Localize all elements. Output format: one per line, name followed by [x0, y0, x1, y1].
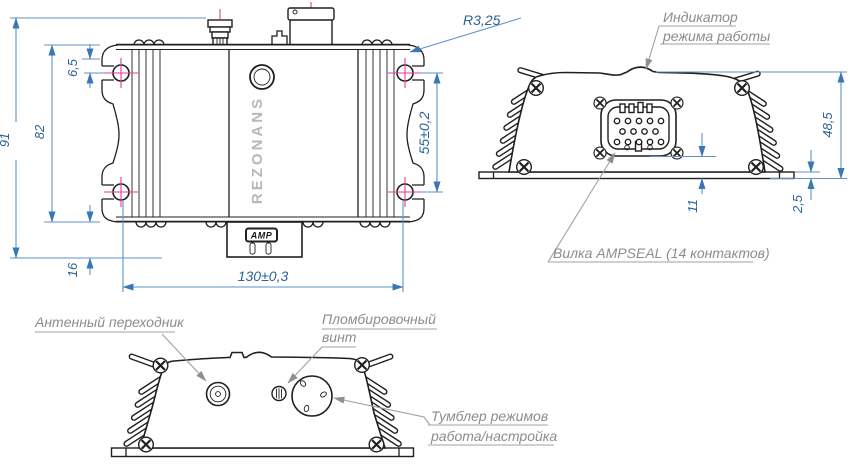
dim-overall-height: 91 [0, 133, 12, 147]
toggle-cover-top [287, 7, 335, 46]
callout-seal-line2: винт [322, 329, 357, 345]
callout-toggle-line2: работа/настройка [430, 428, 557, 444]
dim-hole-top-offset: 6,5 [65, 58, 80, 77]
panel-edges [228, 50, 359, 217]
top-fin-bumps [133, 39, 393, 46]
seal-screw-notch [271, 30, 288, 45]
side-view-dimensions: 48,5 11 2,5 [650, 71, 847, 214]
callout-ampseal: Вилка AMPSEAL (14 контактов) [553, 245, 770, 261]
callout-seal-line1: Пломбировочный [322, 311, 436, 327]
amp-connector-bottom: AMP [226, 221, 303, 258]
front-view: REZONANS AMP [84, 2, 425, 258]
sealing-screw [271, 385, 287, 402]
toggle-switch-plate [291, 375, 333, 417]
ampseal-connector [593, 96, 684, 160]
callout-toggle-line1: Тумблер режимов [431, 408, 548, 424]
bottom-fin-bumps [135, 221, 391, 228]
bottom-body [139, 351, 387, 449]
dim-ear-radius: R3,25 [463, 12, 501, 28]
dim-bottom-offset: 16 [65, 262, 80, 277]
callout-indicator-line2: режима работы [662, 28, 771, 44]
side-view-callouts: Индикатор режима работы Вилка AMPSEAL (1… [547, 9, 771, 263]
amp-logo: AMP [250, 231, 273, 241]
antenna-adapter [205, 381, 231, 407]
front-view-dimensions: 91 82 6,5 16 130±0,3 55±0,2 R3,25 [0, 12, 522, 292]
dim-side-height: 48,5 [820, 112, 835, 138]
dim-connector-height: 11 [685, 199, 700, 213]
dim-body-height: 82 [32, 124, 47, 139]
dim-hole-spacing: 55±0,2 [416, 111, 432, 154]
dim-plate-thickness: 2,5 [790, 194, 805, 214]
bottom-view-callouts: Антенный переходник Пломбировочный винт … [34, 311, 557, 446]
indicator-window [249, 64, 275, 90]
callout-indicator-line1: Индикатор [663, 9, 738, 25]
antenna-connector-top [207, 19, 233, 46]
side-view [478, 66, 795, 180]
ampseal-pins [613, 117, 665, 146]
bottom-view [110, 351, 415, 458]
brand-label: REZONANS [249, 96, 266, 204]
callout-antenna: Антенный переходник [34, 314, 185, 330]
front-fin-lines [131, 50, 395, 217]
dim-width: 130±0,3 [238, 268, 289, 284]
